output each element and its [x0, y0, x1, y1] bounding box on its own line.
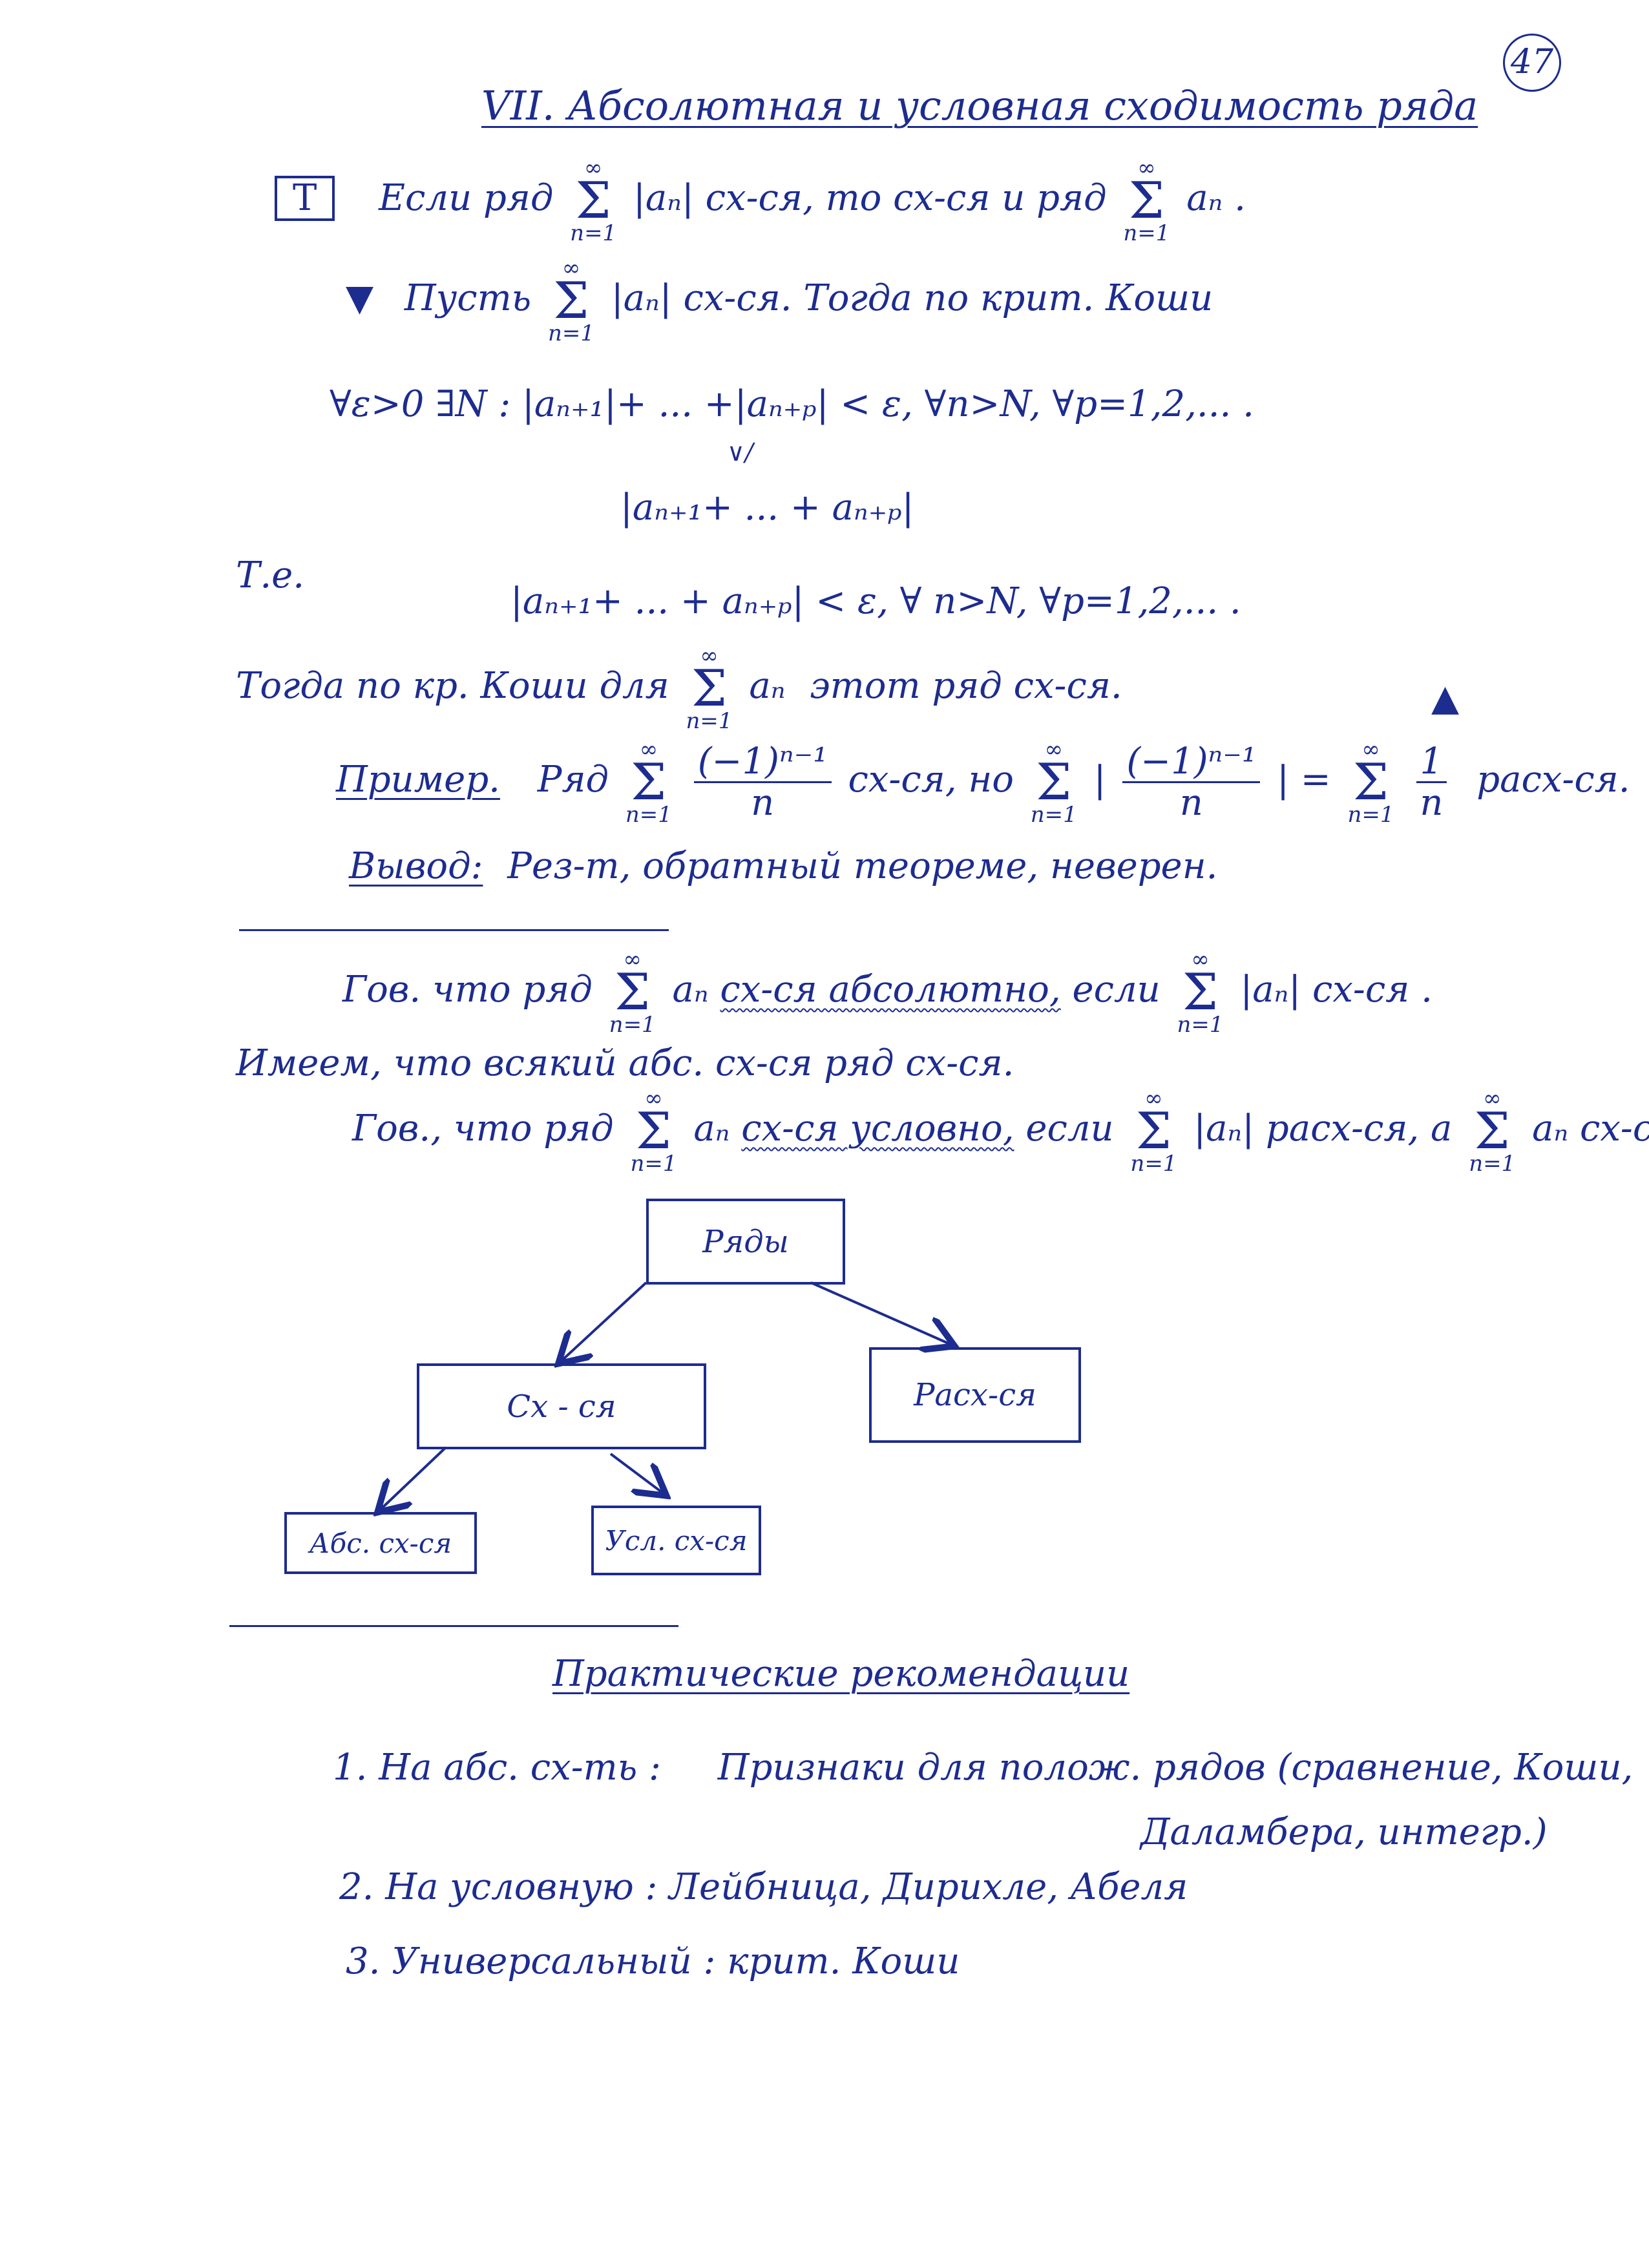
- conclusion-line: Вывод: Рез-т, обратный теореме, неверен.: [349, 845, 1218, 887]
- absolute-convergence-term: сх-ся абсолютно,: [720, 969, 1061, 1011]
- recommendation-1-cont: Даламбера, интегр.): [1140, 1811, 1548, 1853]
- arrow-conv-to-cond: [609, 1453, 662, 1493]
- cauchy-for-series: |aₙ₊₁+ ... + aₙ₊ₚ| < ε, ∀ n>N, ∀p=1,2,..…: [510, 580, 1241, 622]
- section-title: VII. Абсолютная и условная сходимость ря…: [481, 82, 1478, 129]
- that-is-label: Т.е.: [236, 554, 305, 596]
- node-conditional: Усл. сх-ся: [591, 1506, 761, 1575]
- recommendation-1: 1. На абс. сх-ть : Признаки для полож. р…: [333, 1747, 1633, 1789]
- abs-implies-conv: Имеем, что всякий абс. сх-ся ряд сх-ся.: [236, 1042, 1014, 1084]
- arrow-conv-to-abs: [381, 1446, 447, 1509]
- example-label: Пример.: [336, 759, 500, 801]
- arrow-root-to-conv: [562, 1281, 647, 1360]
- divider-2: [229, 1625, 678, 1627]
- inequality-sign: ∨/: [727, 438, 753, 467]
- conclusion-label: Вывод:: [349, 845, 483, 887]
- practical-title: Практические рекомендации: [552, 1653, 1130, 1695]
- fraction: (−1)ⁿ⁻¹ n: [693, 741, 832, 823]
- fraction: 1 n: [1416, 741, 1447, 823]
- node-convergent: Сх - ся: [417, 1363, 706, 1449]
- fraction: (−1)ⁿ⁻¹ n: [1122, 741, 1261, 823]
- proof-end-marker: ▲: [1431, 677, 1460, 719]
- recommendation-2: 2. На условную : Лейбница, Дирихле, Абел…: [339, 1866, 1188, 1908]
- proof-start-marker: ▼: [346, 277, 374, 320]
- page-number: 47: [1503, 34, 1561, 92]
- cauchy-condition: ∀ε>0 ∃N : |aₙ₊₁|+ ... +|aₙ₊ₚ| < ε, ∀n>N,…: [330, 383, 1254, 425]
- node-series: Ряды: [646, 1199, 845, 1285]
- node-absolute: Абс. сх-ся: [284, 1512, 477, 1574]
- theorem-tag: T: [275, 176, 335, 221]
- arrow-root-to-div: [810, 1281, 950, 1344]
- conditional-convergence-term: сх-ся условно,: [741, 1108, 1014, 1150]
- triangle-sum: |aₙ₊₁+ ... + aₙ₊ₚ|: [620, 487, 914, 529]
- node-divergent: Расх-ся: [869, 1347, 1081, 1443]
- divider-1: [239, 929, 669, 931]
- recommendation-3: 3. Универсальный : крит. Коши: [346, 1940, 960, 1982]
